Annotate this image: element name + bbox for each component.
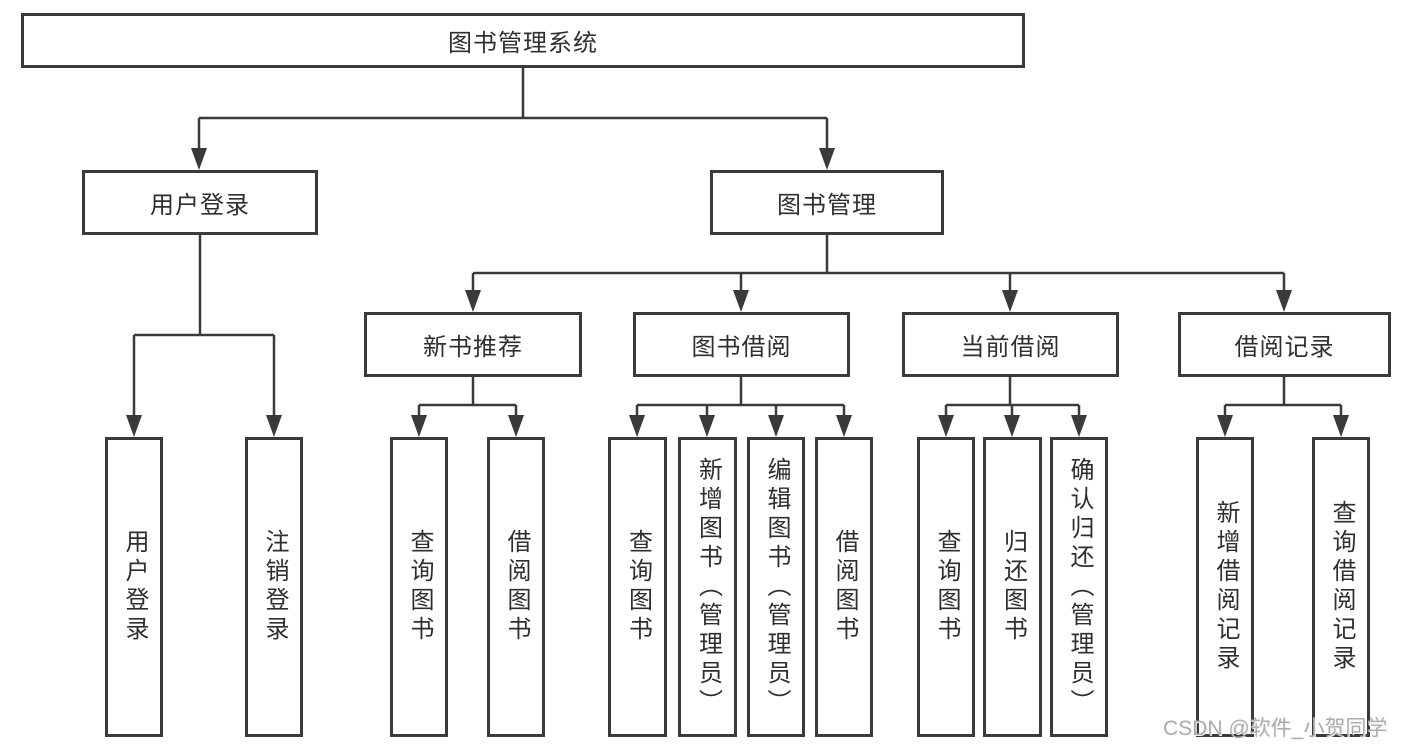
leaf-user-login-label: 用户登录 [121,529,148,645]
connector-book-management [471,235,1286,295]
arrowheads [126,148,1349,437]
arrow-down-icon [508,415,524,437]
leaf-borrowing-query-books: 查询图书 [608,437,667,737]
arrow-down-icon [1333,415,1349,437]
arrow-down-icon [1071,415,1087,437]
connector-current-borrowing [944,377,1081,420]
node-new-book-recommendation-label: 新书推荐 [423,334,523,361]
node-current-borrowing-label: 当前借阅 [960,334,1061,361]
node-borrowing-records-label: 借阅记录 [1234,334,1335,361]
connector-user-login [132,235,276,420]
node-user-login: 用户登录 [82,170,318,235]
node-root: 图书管理系统 [21,13,1025,68]
arrow-down-icon [411,415,427,437]
leaf-borrowing-add-books-admin: 新增图书（管理员） [678,437,737,737]
arrow-down-icon [126,415,142,437]
leaf-borrowing-add-books-admin-label: 新增图书（管理员） [694,456,722,718]
node-current-borrowing: 当前借阅 [902,312,1119,377]
arrow-down-icon [465,290,481,312]
leaf-records-query-record-label: 查询借阅记录 [1328,500,1355,674]
leaf-borrowing-edit-books-admin-label: 编辑图书（管理员） [763,456,790,718]
watermark: CSDN @软件_小贺同学 [1163,717,1388,740]
node-book-management: 图书管理 [710,170,944,235]
arrow-down-icon [699,415,715,437]
leaf-recommend-borrow-books-label: 借阅图书 [503,529,530,645]
node-book-management-label: 图书管理 [777,192,877,219]
arrow-down-icon [266,415,282,437]
leaf-current-confirm-return-admin-label: 确认归还（管理员） [1066,456,1093,718]
connector-root [197,68,829,152]
arrow-down-icon [1002,290,1018,312]
node-book-borrowing: 图书借阅 [633,312,850,377]
connector-book-borrowing [635,377,846,420]
leaf-current-return-books-label: 归还图书 [999,529,1027,645]
leaf-records-add-record-label: 新增借阅记录 [1212,500,1239,674]
leaf-current-return-books: 归还图书 [983,437,1042,737]
arrow-down-icon [836,415,852,437]
leaf-user-login: 用户登录 [105,437,163,737]
arrow-down-icon [733,290,749,312]
leaf-recommend-query-books: 查询图书 [390,437,448,737]
node-user-login-label: 用户登录 [150,192,250,219]
arrow-down-icon [629,415,645,437]
leaf-borrowing-edit-books-admin: 编辑图书（管理员） [747,437,805,737]
leaf-logout-label: 注销登录 [261,529,288,645]
leaf-current-query-books: 查询图书 [917,437,975,737]
arrow-down-icon [768,415,784,437]
leaf-current-confirm-return-admin: 确认归还（管理员） [1050,437,1108,737]
leaf-current-query-books-label: 查询图书 [933,529,960,645]
leaf-borrowing-query-books-label: 查询图书 [624,529,652,645]
leaf-recommend-borrow-books: 借阅图书 [487,437,545,737]
arrow-down-icon [938,415,954,437]
leaf-records-add-record: 新增借阅记录 [1196,437,1254,737]
leaf-recommend-query-books-label: 查询图书 [406,529,433,645]
node-borrowing-records: 借阅记录 [1178,312,1391,377]
connector-new-book-recommendation [417,377,518,420]
leaf-borrowing-borrow-books-label: 借阅图书 [831,529,858,645]
leaf-borrowing-borrow-books: 借阅图书 [815,437,873,737]
arrow-down-icon [1217,415,1233,437]
arrow-down-icon [819,148,835,170]
connector-borrowing-records [1223,377,1343,420]
node-book-borrowing-label: 图书借阅 [691,334,792,361]
arrow-down-icon [1004,415,1020,437]
arrow-down-icon [191,148,207,170]
leaf-logout: 注销登录 [245,437,303,737]
node-root-label: 图书管理系统 [448,30,598,57]
node-new-book-recommendation: 新书推荐 [364,312,582,377]
arrow-down-icon [1276,290,1292,312]
leaf-records-query-record: 查询借阅记录 [1312,437,1370,737]
